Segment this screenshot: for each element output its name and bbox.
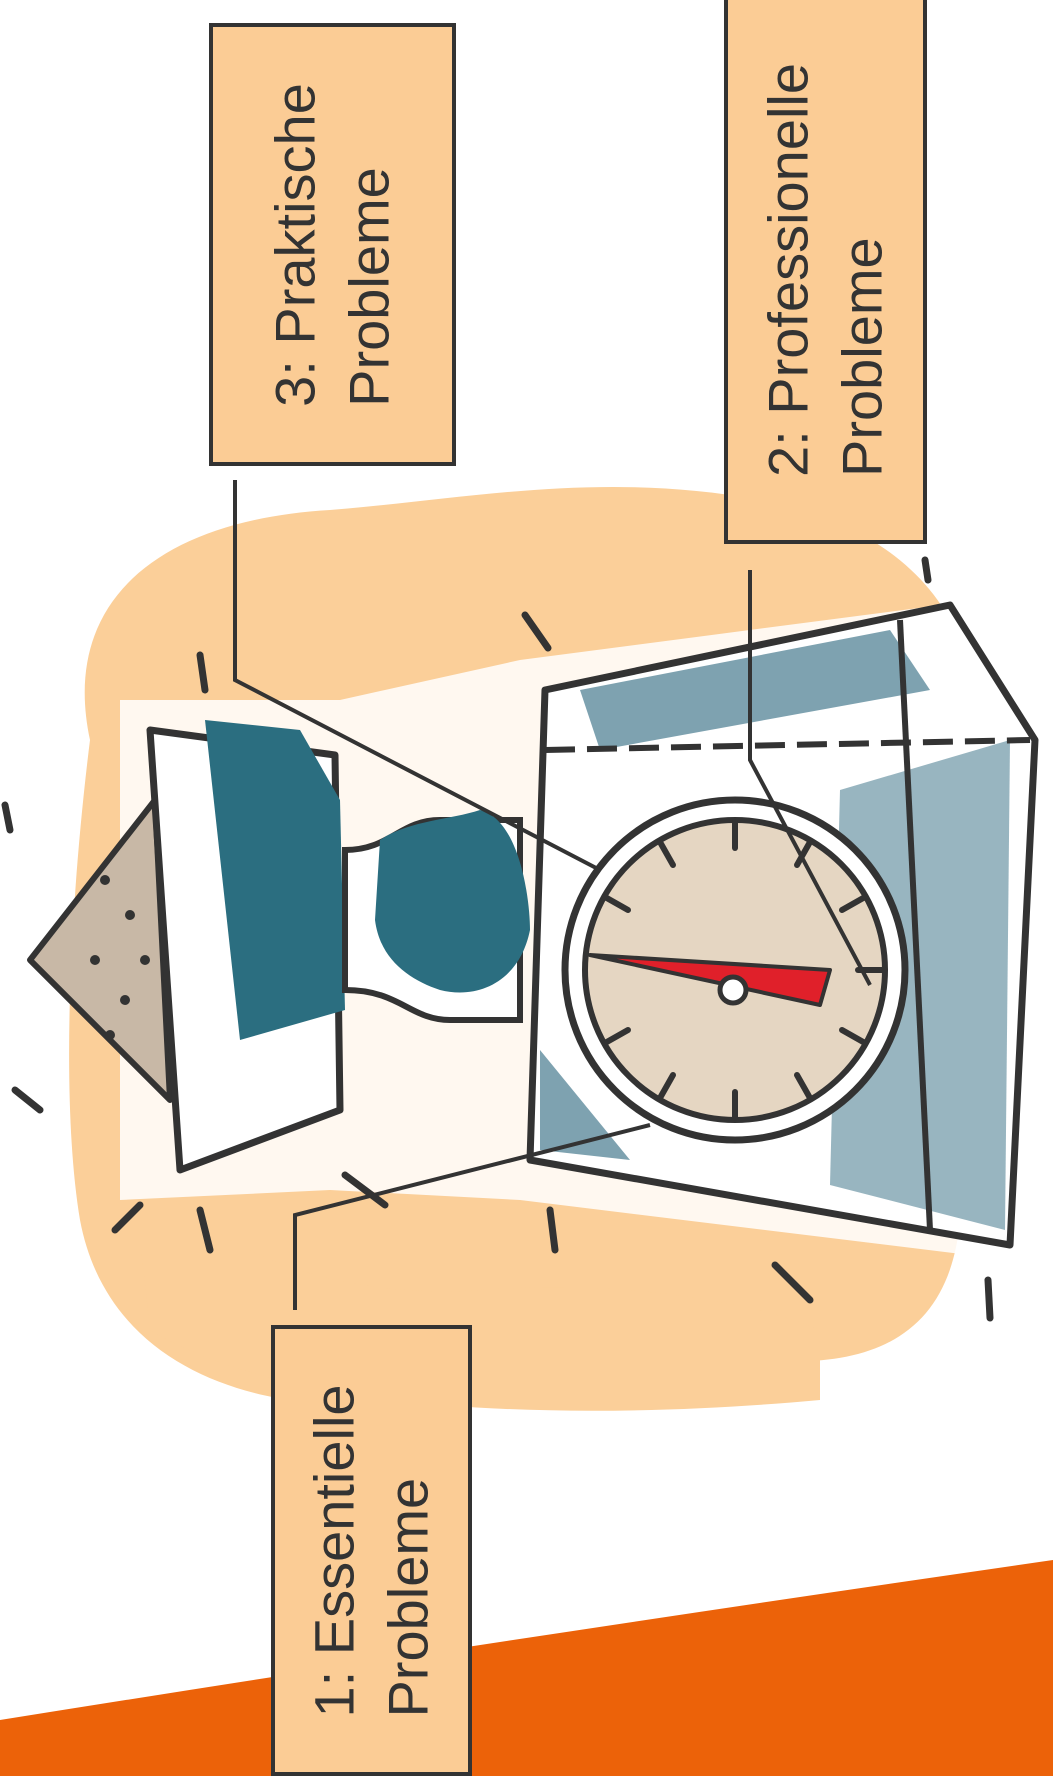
orange-corner-swoosh [0,1560,1053,1776]
label-essential-problems: 1: Essentielle Probleme [271,1325,472,1776]
label-practical-problems: 3: Praktische Probleme [209,23,456,466]
label-practical-line2: Probleme [333,83,407,407]
label-professional-problems: 2: Professionelle Probleme [724,0,927,544]
label-essential-line2: Probleme [372,1384,446,1717]
label-professional-line2: Probleme [826,63,900,477]
label-professional-line1: 2: Professionelle [751,63,825,477]
weighing-scale-icon [530,605,1035,1245]
iron-grip [375,810,530,993]
label-essential-line1: 1: Essentielle [297,1384,371,1717]
label-practical-line1: 3: Praktische [258,83,332,407]
